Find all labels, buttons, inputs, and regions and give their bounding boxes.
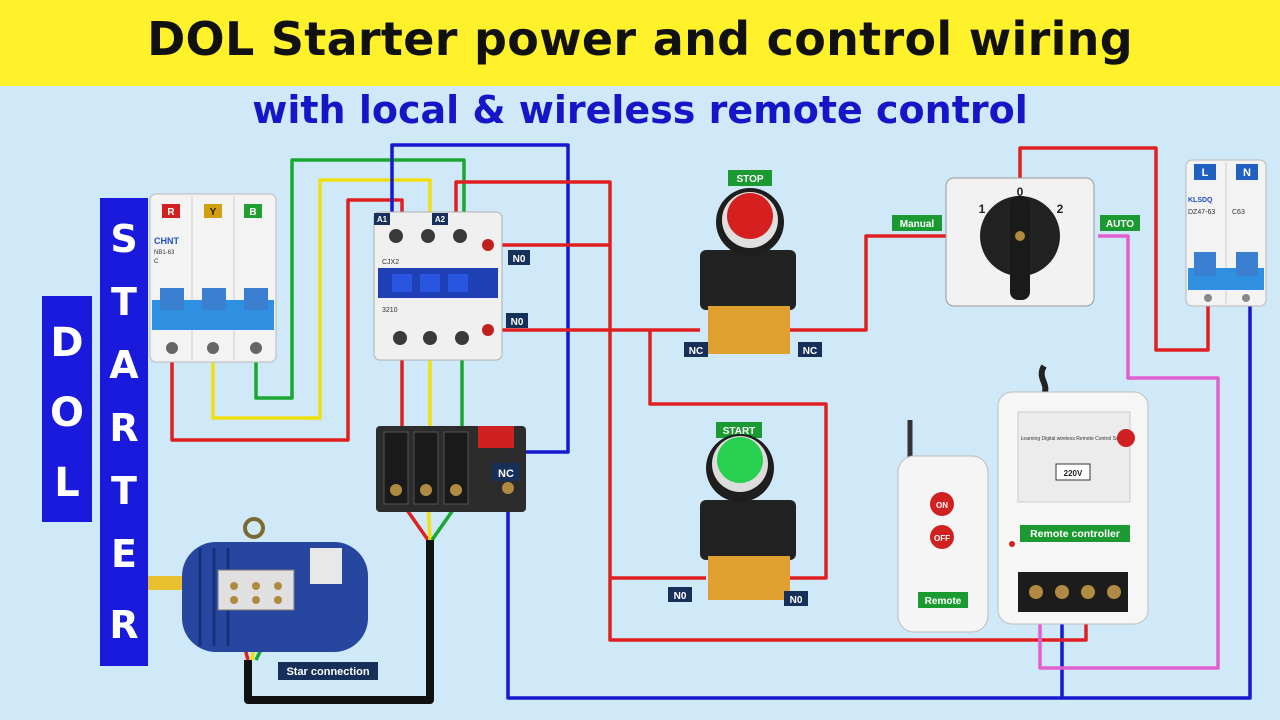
stop-contact-label: NC bbox=[689, 346, 703, 357]
selector-position-label: 0 bbox=[1017, 185, 1024, 199]
banner-starter-letter: R bbox=[109, 406, 138, 450]
banner-starter-letter: R bbox=[109, 603, 138, 647]
contactor-terminal bbox=[423, 331, 437, 345]
remote-on-label: ON bbox=[936, 501, 948, 510]
remote-off-label: OFF bbox=[934, 534, 950, 543]
wire-blue-coil-a1 bbox=[390, 143, 570, 454]
banner-starter-letter: S bbox=[110, 217, 137, 261]
contactor-terminal bbox=[482, 324, 494, 336]
stop-button-label: STOP bbox=[736, 174, 763, 185]
contactor-terminal bbox=[482, 239, 494, 251]
contactor-no-label: N0 bbox=[511, 317, 524, 328]
mcb-brand: CHNT bbox=[154, 236, 179, 246]
wireless-remote: ON OFF Remote bbox=[897, 420, 989, 633]
mcb-model: NB1-63 bbox=[154, 250, 175, 256]
remote-controller-panel-text: Learning Digital wireless Remote Control… bbox=[1021, 436, 1128, 442]
coil-label-a1: A1 bbox=[377, 215, 388, 224]
contactor-terminal bbox=[455, 331, 469, 345]
start-contact-label: N0 bbox=[790, 595, 803, 606]
wires bbox=[170, 143, 1252, 704]
stop-button: STOP NC NC bbox=[684, 170, 822, 357]
mcb-curve: C bbox=[154, 259, 159, 265]
contactor-terminal bbox=[453, 229, 467, 243]
selector-position-label: 1 bbox=[979, 202, 986, 216]
mcb-2pole: L N KLSDQ DZ47-63 C63 bbox=[1185, 159, 1267, 307]
banner-starter-letter: T bbox=[111, 280, 137, 324]
banner-starter-letter: A bbox=[109, 343, 139, 387]
banner-dol-letter: D bbox=[50, 320, 83, 366]
contactor-rating: 3210 bbox=[382, 307, 398, 314]
mcb-2pole-label: L bbox=[1202, 167, 1209, 179]
stop-contact-label: NC bbox=[803, 346, 817, 357]
selector-position-label: 2 bbox=[1057, 202, 1064, 216]
wire-blue-neutral-bottom bbox=[506, 302, 1252, 700]
wire-pink-auto bbox=[1062, 234, 1220, 670]
wire-red-stop-manual bbox=[780, 234, 952, 332]
selector-switch: 1 0 2 Manual AUTO bbox=[892, 177, 1140, 307]
motor-star-label: Star connection bbox=[286, 666, 369, 678]
contactor-no-label: N0 bbox=[513, 254, 526, 265]
mcb-2pole-model: DZ47-63 bbox=[1188, 209, 1215, 216]
mcb-2pole-label: N bbox=[1243, 167, 1251, 179]
mcb-phase-label: B bbox=[249, 207, 256, 218]
remote-controller-label: Remote controller bbox=[1030, 528, 1120, 540]
wire-green-phase bbox=[254, 158, 466, 400]
banner-dol: D O L bbox=[42, 296, 92, 522]
page-subtitle: with local & wireless remote control bbox=[252, 88, 1028, 132]
wire-red-stop-start bbox=[648, 330, 828, 580]
mcb-3pole: R Y B CHNT NB1-63 C bbox=[149, 193, 277, 363]
mcb-phase-label: R bbox=[167, 207, 175, 218]
overload-nc-label: NC bbox=[498, 468, 514, 480]
remote-controller-voltage: 220V bbox=[1064, 469, 1083, 478]
wire-red-phase bbox=[170, 198, 404, 442]
selector-auto-label: AUTO bbox=[1106, 219, 1134, 230]
remote-controller: Learning Digital wireless Remote Control… bbox=[997, 364, 1149, 625]
coil-label-a2: A2 bbox=[435, 215, 446, 224]
banner-starter: S T A R T E R bbox=[100, 198, 148, 666]
mcb-2pole-brand: KLSDQ bbox=[1188, 197, 1213, 204]
contactor-terminal bbox=[421, 229, 435, 243]
wire-yellow-phase bbox=[211, 178, 432, 420]
banner-starter-letter: E bbox=[111, 532, 137, 576]
mcb-phase-label: Y bbox=[210, 207, 217, 218]
title-bar bbox=[0, 0, 1280, 86]
overload-relay: NC bbox=[376, 426, 526, 512]
banner-starter-letter: T bbox=[111, 469, 137, 513]
wire-motor-cable bbox=[244, 540, 434, 704]
banner-dol-letter: L bbox=[54, 460, 80, 506]
wire-red-selector-mcb bbox=[1018, 146, 1210, 352]
wire-red-a2 bbox=[454, 180, 1088, 642]
motor: Star connection bbox=[148, 517, 378, 680]
mcb-2pole-rating: C63 bbox=[1232, 209, 1245, 216]
contactor: CJX2 3210 A1 A2 N0 N0 bbox=[373, 211, 530, 361]
start-button: START N0 N0 bbox=[668, 422, 808, 606]
remote-label: Remote bbox=[925, 596, 962, 607]
contactor-model: CJX2 bbox=[382, 259, 399, 266]
start-contact-label: N0 bbox=[674, 591, 687, 602]
selector-manual-label: Manual bbox=[900, 219, 935, 230]
contactor-terminal bbox=[389, 229, 403, 243]
banner-dol-letter: O bbox=[50, 390, 84, 436]
page-title: DOL Starter power and control wiring bbox=[147, 12, 1133, 66]
start-button-label: START bbox=[723, 426, 756, 437]
contactor-terminal bbox=[393, 331, 407, 345]
